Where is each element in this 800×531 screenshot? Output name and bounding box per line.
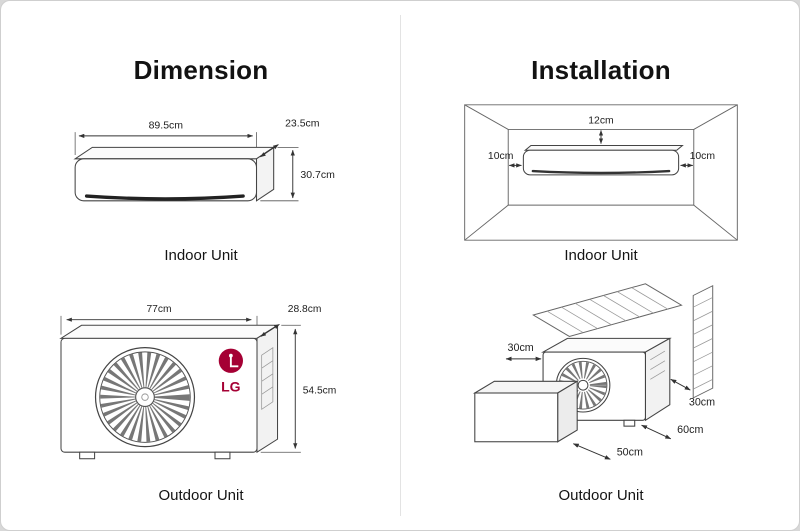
extension-lines <box>74 132 299 202</box>
outdoor-unit-dimension-figure: LG 77cm 28.8cm 54.5cm <box>47 301 355 474</box>
indoor-installation-diagram: 12cm 10cm 10cm <box>464 104 738 241</box>
wall-clearance-label: 30cm <box>689 397 715 409</box>
obstacle-box <box>472 380 580 443</box>
indoor-unit-dimension-diagram: 89.5cm 23.5cm 30.7cm <box>73 117 335 202</box>
lg-logo-text: LG <box>221 379 241 395</box>
indoor-depth-label: 23.5cm <box>285 117 320 129</box>
left-clearance-label: 10cm <box>488 151 513 162</box>
outdoor-installation-diagram: 30cm 30cm 60cm 50cm <box>472 283 715 460</box>
outdoor-depth-label: 28.8cm <box>288 304 322 315</box>
dimension-panel: Dimension <box>1 1 401 530</box>
panel-divider <box>400 15 401 516</box>
outdoor-height-label: 54.5cm <box>303 385 337 396</box>
unit-foot <box>79 451 96 460</box>
outdoor-unit-caption: Outdoor Unit <box>158 487 244 504</box>
dimension-title: Dimension <box>133 55 269 85</box>
outdoor-unit-drawing: LG <box>59 324 280 460</box>
air-outlet <box>84 194 245 201</box>
back-clearance-label: 60cm <box>677 424 703 436</box>
side-vent <box>261 346 274 410</box>
back-clearance-arrow <box>641 424 672 440</box>
front-clearance-label: 50cm <box>617 446 643 458</box>
indoor-unit-drawing <box>522 144 684 176</box>
indoor-height-label: 30.7cm <box>300 169 335 181</box>
front-clearance-arrow <box>572 443 611 460</box>
outdoor-installation-caption: Outdoor Unit <box>558 487 644 504</box>
unit-foot <box>214 451 231 460</box>
alcove-walls <box>464 104 738 241</box>
depth-dimension-arrow <box>260 144 279 158</box>
side-wall-hatch <box>692 284 714 399</box>
indoor-installation-figure: 12cm 10cm 10cm <box>459 99 743 251</box>
indoor-installation-caption: Indoor Unit <box>564 247 638 264</box>
side-vent <box>650 350 666 380</box>
right-clearance-label: 10cm <box>690 151 715 162</box>
outdoor-unit-drawing <box>541 337 672 427</box>
top-clearance-label: 12cm <box>588 116 613 127</box>
roof-hatch <box>532 283 683 337</box>
lg-emblem-icon <box>218 348 243 373</box>
installation-title: Installation <box>531 55 671 85</box>
installation-panel: Installation <box>401 1 799 530</box>
wall-clearance-arrow <box>670 378 691 391</box>
unit-foot <box>623 419 636 427</box>
depth-dimension-arrow <box>260 323 280 337</box>
air-outlet <box>531 169 671 175</box>
indoor-unit-caption: Indoor Unit <box>164 247 238 264</box>
outdoor-unit-dimension-diagram: LG 77cm 28.8cm 54.5cm <box>59 304 337 460</box>
outdoor-width-label: 77cm <box>146 304 171 315</box>
indoor-width-label: 89.5cm <box>149 119 184 131</box>
indoor-unit-dimension-figure: 89.5cm 23.5cm 30.7cm <box>56 113 352 223</box>
indoor-unit-drawing <box>73 146 276 202</box>
left-clearance-label: 30cm <box>508 342 534 354</box>
fan-grille <box>94 347 196 448</box>
outdoor-installation-figure: 30cm 30cm 60cm 50cm <box>465 276 743 476</box>
